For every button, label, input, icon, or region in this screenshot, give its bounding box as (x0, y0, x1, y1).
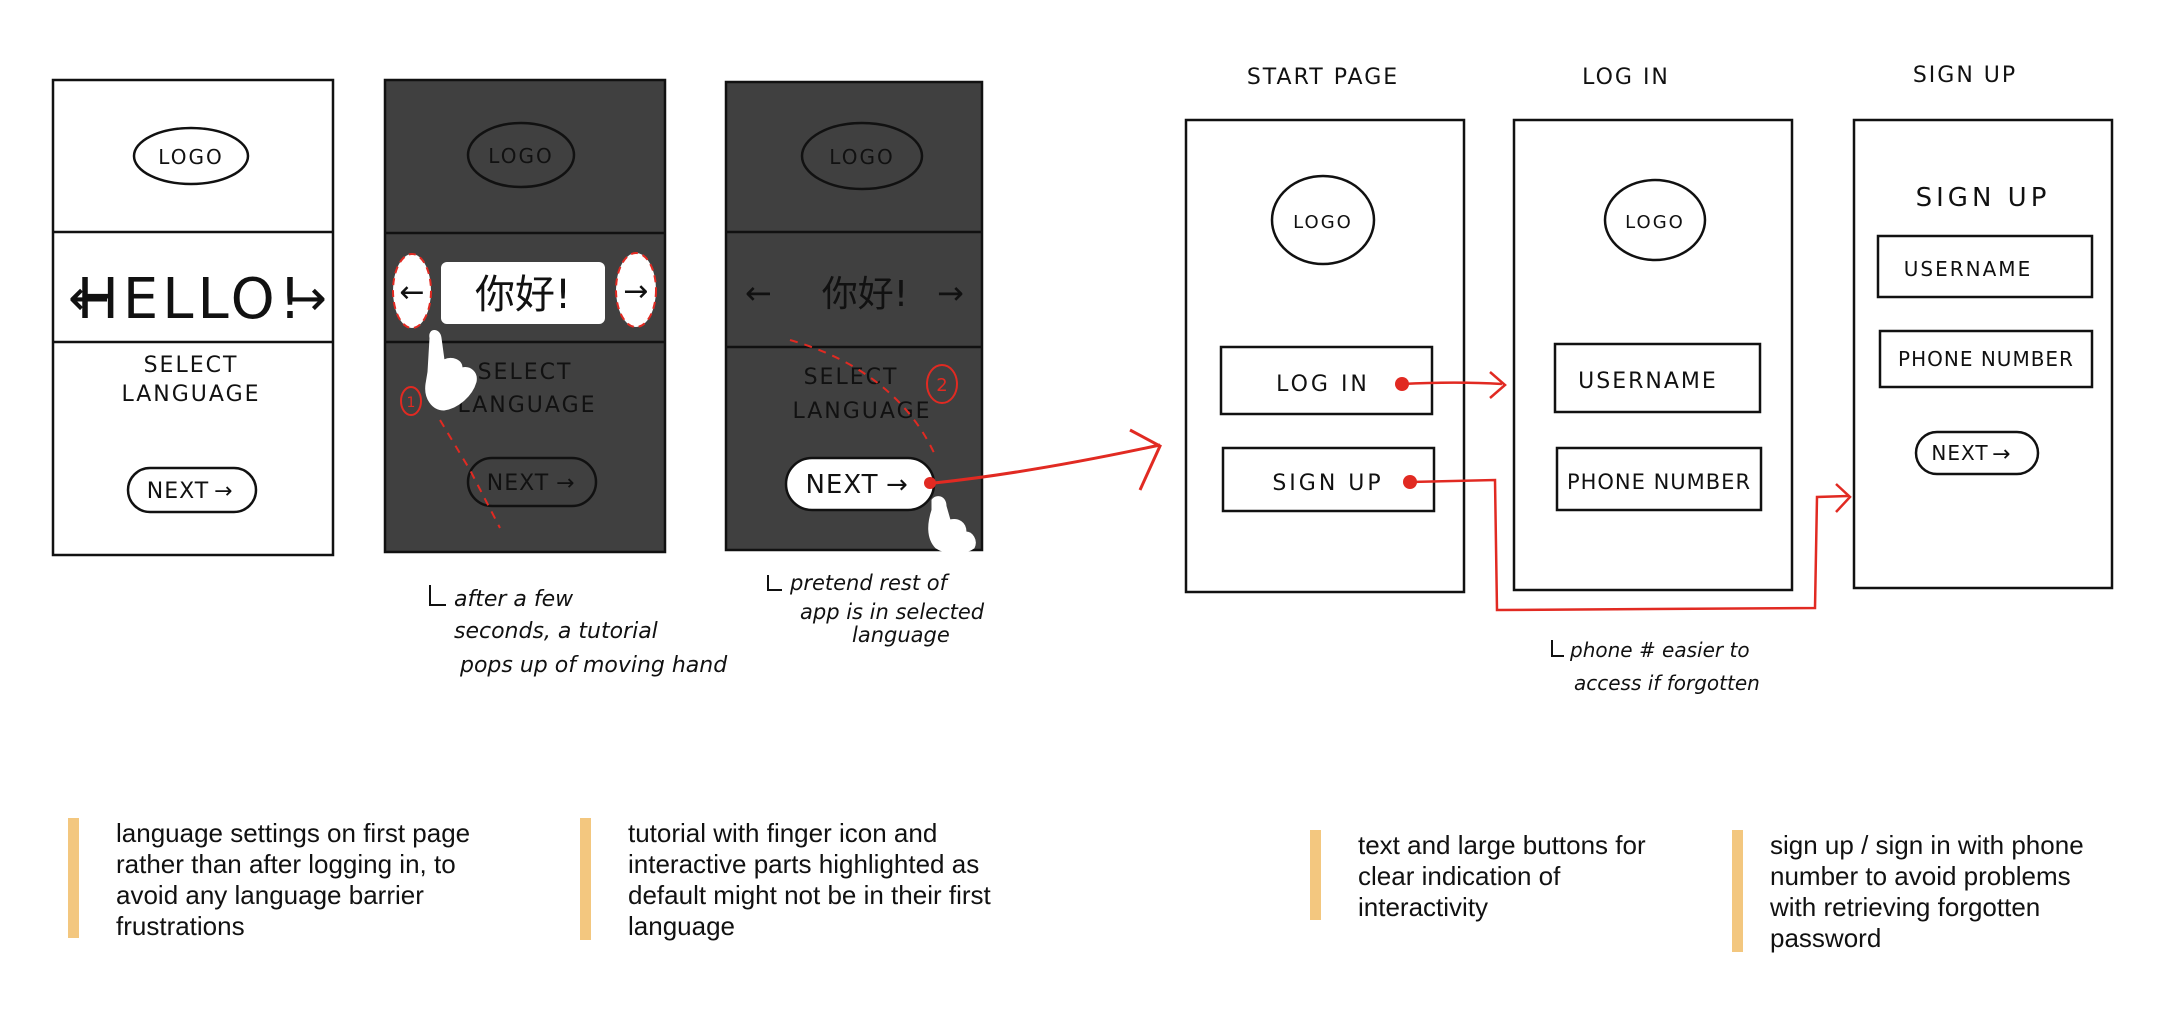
left-arrow-icon[interactable]: ← (745, 274, 772, 312)
signup-connector (1409, 478, 1849, 612)
next-label: NEXT (1931, 441, 1988, 465)
language-label: LANGUAGE (792, 399, 931, 424)
sign-up-label: SIGN UP (1272, 471, 1383, 496)
login-connector (1401, 381, 1503, 386)
start-page-title: START PAGE (1247, 65, 1399, 90)
next-button[interactable] (126, 466, 258, 514)
signup-connector-head (1835, 483, 1852, 513)
note-accent-bar (1732, 830, 1743, 952)
logo-placeholder (800, 121, 924, 191)
note-accent-bar (580, 818, 591, 940)
step-2-number: 2 (936, 375, 947, 396)
next-button[interactable] (1914, 430, 2040, 476)
username-field[interactable] (1876, 234, 2094, 299)
annotation-line-2: access if forgotten (1574, 671, 1760, 695)
tap-point (924, 477, 936, 489)
logo-placeholder (466, 121, 576, 189)
phone-number-label: PHONE NUMBER (1567, 470, 1751, 494)
language-label: LANGUAGE (121, 382, 260, 407)
language-label: LANGUAGE (457, 393, 596, 418)
logo-placeholder (1603, 178, 1707, 262)
annotation-language: pretend rest of app is in selected langu… (767, 571, 985, 647)
annotation-arrow-icon (767, 575, 782, 591)
screen-2-tutorial: LOGO ← 你好! → SELECT LANGUAGE NEXT → 1 (383, 78, 667, 554)
annotation-arrow-icon (429, 585, 446, 606)
phone-number-field[interactable] (1878, 329, 2094, 389)
logo-placeholder (132, 126, 250, 186)
logo-text: LOGO (1293, 212, 1353, 233)
sign-up-title: SIGN UP (1913, 63, 2017, 88)
annotation-arrow-icon (1551, 640, 1564, 657)
pointing-hand-icon (928, 496, 976, 554)
annotation-line-2: app is in selected (800, 600, 985, 624)
next-label: NEXT (805, 470, 878, 500)
select-label: SELECT (478, 360, 573, 385)
select-label: SELECT (804, 365, 899, 390)
note-phone-signup: sign up / sign in with phone number to a… (1770, 830, 2084, 953)
note-language-settings: language settings on first page rather t… (116, 818, 471, 941)
note-large-buttons: text and large buttons for clear indicat… (1358, 830, 1646, 922)
screen-3-language-selected: LOGO ← 你好! → SELECT LANGUAGE 2 NEXT → (724, 80, 984, 554)
pointing-hand-icon (425, 330, 477, 411)
highlight-right-arrow (615, 252, 657, 328)
step-2-marker (926, 364, 958, 404)
annotation-line-1: after a few (454, 587, 574, 612)
transition-arrow (933, 443, 1161, 485)
hello-greeting: HELLO! (77, 267, 305, 332)
annotation-line-1: phone # easier to (1569, 638, 1750, 662)
sign-up-button[interactable] (1221, 446, 1436, 513)
right-arrow-icon[interactable]: → (623, 274, 648, 309)
annotation-tutorial: after a few seconds, a tutorial pops up … (429, 585, 728, 678)
next-label: NEXT (487, 471, 549, 496)
annotation-line-2: seconds, a tutorial (454, 619, 658, 644)
annotation-line-1: pretend rest of (789, 571, 951, 595)
step-1-marker (400, 386, 422, 416)
log-in-title: LOG IN (1582, 65, 1670, 90)
note-accent-bar (68, 818, 79, 938)
next-button[interactable] (466, 456, 598, 508)
log-in-screen: LOGO USERNAME PHONE NUMBER (1512, 118, 1794, 592)
screen-1-language-select: LOGO ← HELLO! → SELECT LANGUAGE NEXT → (51, 78, 335, 557)
logo-text: LOGO (488, 144, 553, 168)
sign-up-heading: SIGN UP (1916, 183, 2051, 213)
step-1-number: 1 (407, 395, 416, 411)
arrow-right-icon: → (214, 479, 232, 504)
hello-greeting: 你好! (475, 272, 571, 318)
annotation-line-3: pops up of moving hand (459, 653, 728, 678)
right-arrow-icon[interactable]: → (937, 274, 964, 312)
note-tutorial: tutorial with finger icon and interactiv… (628, 818, 991, 941)
next-label: NEXT (147, 479, 209, 504)
left-arrow-icon[interactable]: ← (399, 275, 424, 310)
logo-text: LOGO (158, 145, 223, 169)
login-connector-head (1489, 371, 1507, 399)
logo-text: LOGO (1625, 212, 1685, 233)
transition-arrow-head (1129, 428, 1162, 491)
logo-text: LOGO (829, 145, 894, 169)
highlight-left-arrow (392, 253, 432, 329)
phone-number-label: PHONE NUMBER (1898, 347, 2074, 371)
tutorial-path (439, 419, 501, 529)
log-in-label: LOG IN (1276, 372, 1370, 397)
tutorial-path (789, 339, 936, 456)
right-arrow-icon[interactable]: → (285, 269, 327, 327)
phone-number-field[interactable] (1555, 446, 1763, 512)
sign-up-screen: SIGN UP USERNAME PHONE NUMBER NEXT → (1852, 118, 2114, 590)
note-accent-bar (1310, 830, 1321, 920)
username-label: USERNAME (1904, 257, 2032, 281)
arrow-right-icon: → (886, 470, 908, 500)
arrow-right-icon: → (556, 471, 574, 496)
arrow-right-icon: → (1992, 442, 2010, 467)
annotation-phone: phone # easier to access if forgotten (1551, 638, 1760, 695)
left-arrow-icon[interactable]: ← (68, 269, 110, 327)
username-label: USERNAME (1578, 369, 1718, 394)
greeting-highlight (441, 262, 605, 324)
select-label: SELECT (144, 353, 239, 378)
logo-placeholder (1270, 174, 1376, 266)
hello-greeting: 你好! (822, 274, 908, 315)
annotation-line-3: language (852, 623, 950, 647)
start-page-screen: LOGO LOG IN SIGN UP (1184, 118, 1466, 594)
username-field[interactable] (1553, 342, 1762, 414)
